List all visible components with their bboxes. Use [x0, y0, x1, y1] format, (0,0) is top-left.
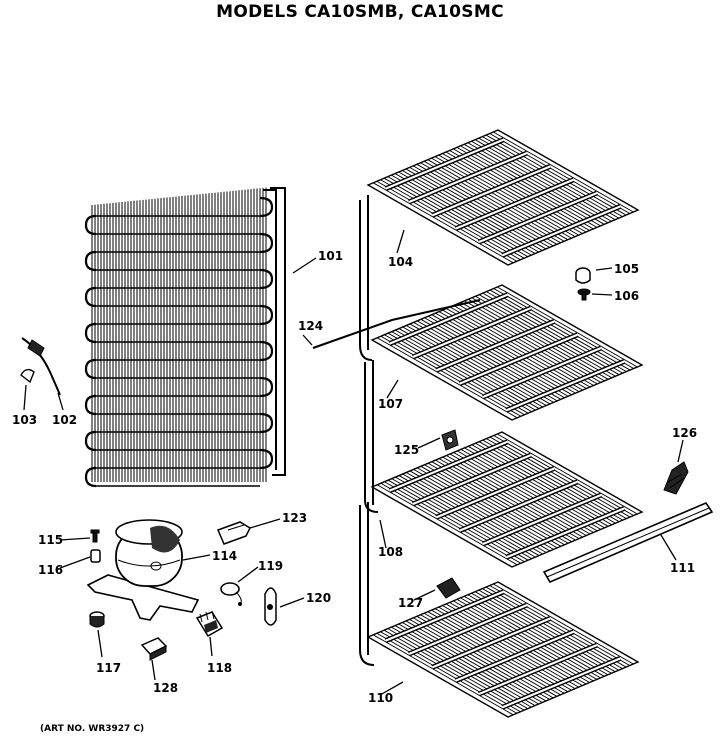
- diagram-title: MODELS CA10SMB, CA10SMC: [216, 2, 504, 22]
- shelf-frame-tubes: [359, 195, 379, 666]
- part-126-bracket: [663, 461, 689, 495]
- label-101: 101: [318, 249, 343, 263]
- label-123: 123: [282, 511, 307, 525]
- label-114: 114: [212, 549, 237, 563]
- label-116: 116: [38, 563, 63, 577]
- part-123-overload: [216, 521, 251, 545]
- label-124: 124: [298, 319, 323, 333]
- part-115-screw: [90, 529, 100, 543]
- label-106: 106: [614, 289, 639, 303]
- part-111-strip: [542, 502, 714, 584]
- part-105-cap: [575, 267, 591, 284]
- compressor-114: [86, 519, 200, 621]
- label-102: 102: [52, 413, 77, 427]
- evaporator-shelf-108: [370, 431, 644, 568]
- label-127: 127: [398, 596, 423, 610]
- part-118-terminal-block: [195, 610, 224, 638]
- part-128-connector: [140, 637, 168, 661]
- label-105: 105: [614, 262, 639, 276]
- part-119-relay: [220, 582, 242, 607]
- part-124-tube: [312, 299, 481, 349]
- evaporator-shelf-104: [366, 129, 640, 266]
- part-127-clip: [436, 577, 461, 599]
- label-117: 117: [96, 661, 121, 675]
- part-103-clip: [20, 368, 35, 384]
- label-103: 103: [12, 413, 37, 427]
- art-number: (ART NO. WR3927 C): [40, 724, 145, 734]
- label-107: 107: [378, 397, 403, 411]
- leader-lines: [23, 229, 684, 696]
- label-126: 126: [672, 426, 697, 440]
- evaporator-shelf-107: [370, 284, 644, 421]
- evaporator-shelf-110: [366, 581, 640, 718]
- label-111: 111: [670, 561, 695, 575]
- part-125-clip: [441, 429, 459, 451]
- part-102-cord: [21, 337, 61, 396]
- part-106-screw: [577, 288, 591, 301]
- label-119: 119: [258, 559, 283, 573]
- condenser-coil: [84, 187, 286, 488]
- part-117-grommet: [89, 611, 105, 628]
- label-110: 110: [368, 691, 393, 705]
- label-104: 104: [388, 255, 413, 269]
- label-128: 128: [153, 681, 178, 695]
- label-120: 120: [306, 591, 331, 605]
- label-115: 115: [38, 533, 63, 547]
- label-125: 125: [394, 443, 419, 457]
- part-120-bracket: [264, 587, 277, 626]
- label-118: 118: [207, 661, 232, 675]
- label-108: 108: [378, 545, 403, 559]
- part-116-grommet: [90, 549, 101, 563]
